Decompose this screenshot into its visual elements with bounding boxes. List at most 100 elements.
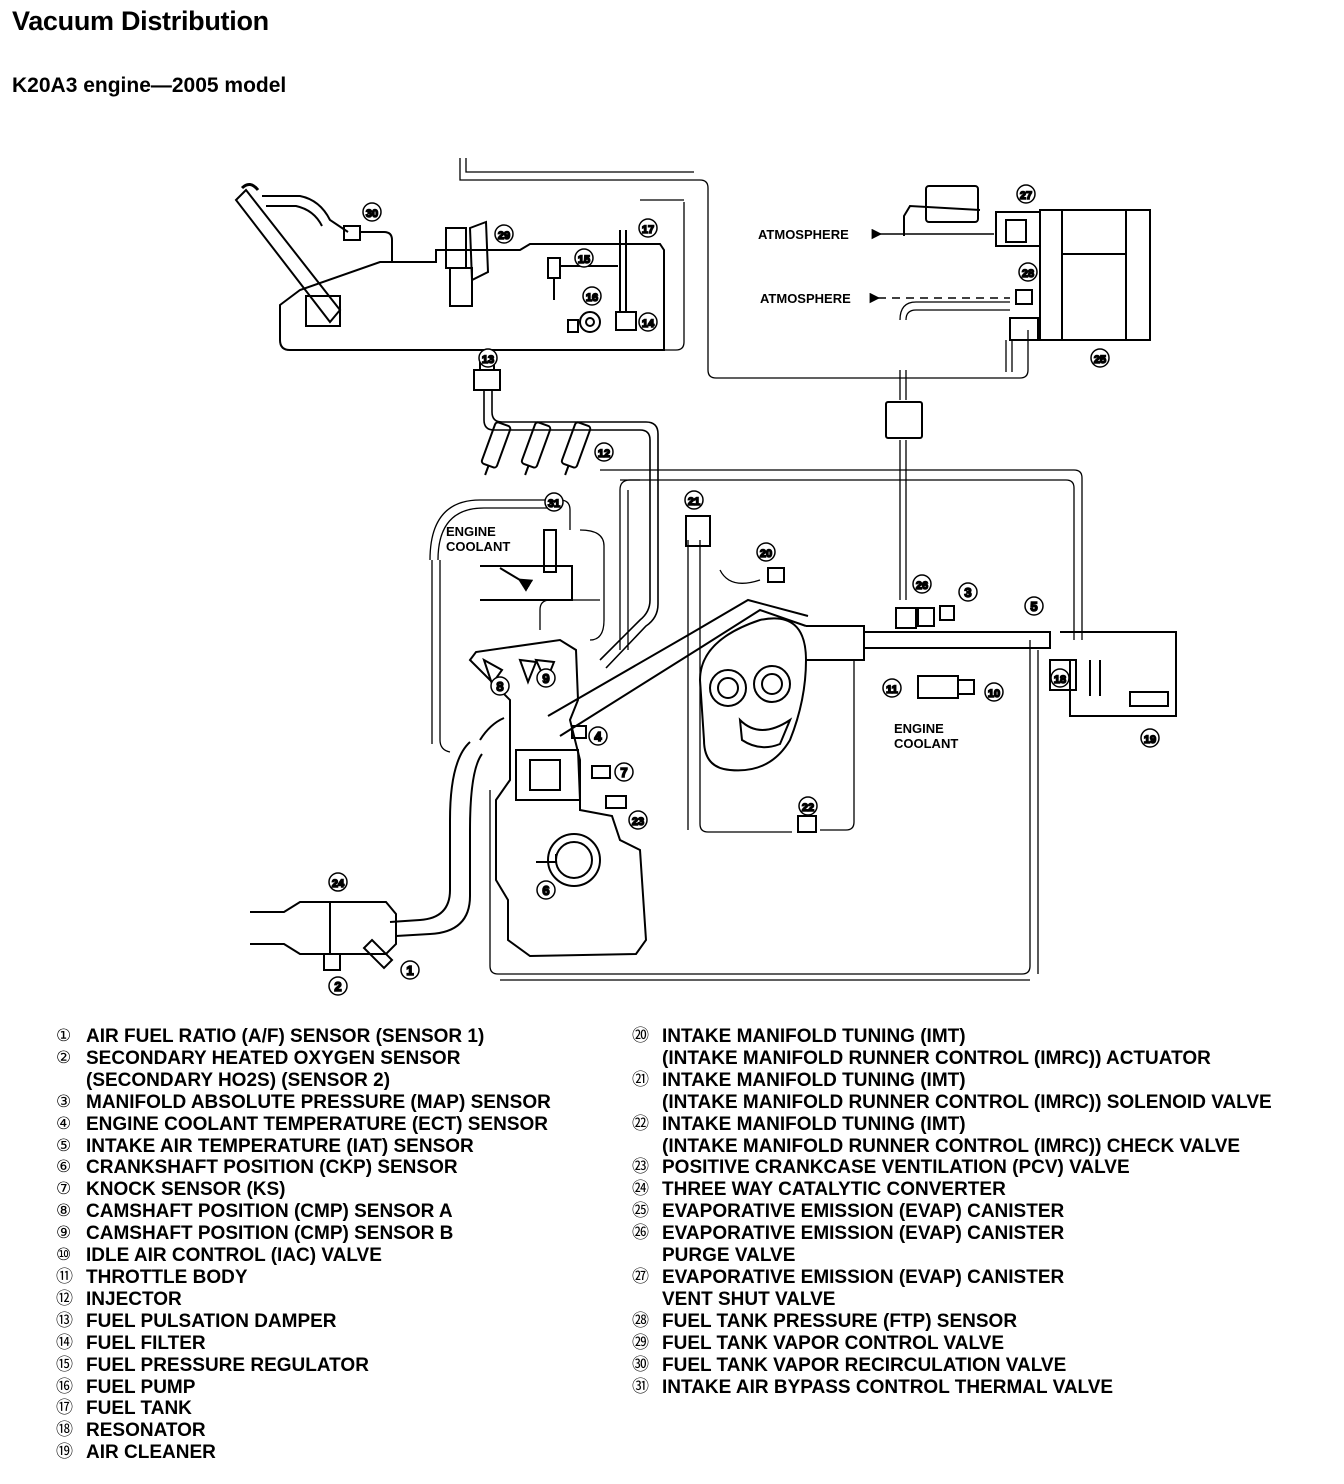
callout-18: 18 (1050, 668, 1070, 688)
callout-13: 13 (478, 348, 498, 368)
callout-24: 24 (328, 872, 348, 892)
callout-12: 12 (594, 442, 614, 462)
svg-text:10: 10 (988, 688, 1000, 700)
callout-30: 30 (362, 202, 382, 222)
vacuum-distribution-diagram: 1 2 3 4 5 6 7 8 9 10 11 12 13 14 15 16 1… (234, 158, 1177, 996)
callout-25: 25 (1090, 348, 1110, 368)
engine-coolant-label-upper-line2: COOLANT (446, 539, 510, 554)
svg-text:18: 18 (1054, 674, 1066, 686)
svg-text:4: 4 (594, 729, 602, 744)
svg-text:17: 17 (642, 224, 654, 236)
atmosphere-label-lower: ATMOSPHERE (760, 291, 851, 306)
callout-2: 2 (328, 976, 348, 996)
svg-text:20: 20 (760, 548, 772, 560)
callout-20: 20 (756, 542, 776, 562)
callouts: 1 2 3 4 5 6 7 8 9 10 11 12 13 14 15 16 1… (328, 184, 1160, 996)
callout-9: 9 (536, 668, 556, 688)
engine-coolant-label-lower-line1: ENGINE (894, 721, 944, 736)
callout-8: 8 (490, 676, 510, 696)
svg-text:25: 25 (1094, 354, 1106, 366)
injectors (473, 362, 592, 476)
svg-text:15: 15 (578, 254, 590, 266)
svg-text:11: 11 (886, 684, 898, 696)
svg-text:12: 12 (598, 448, 610, 460)
svg-text:9: 9 (542, 671, 549, 686)
svg-text:6: 6 (542, 883, 549, 898)
callout-31: 31 (544, 492, 564, 512)
svg-text:30: 30 (366, 208, 378, 220)
svg-text:27: 27 (1020, 190, 1032, 202)
callout-1: 1 (400, 960, 420, 980)
svg-text:3: 3 (964, 585, 971, 600)
svg-text:28: 28 (1022, 268, 1034, 280)
svg-text:26: 26 (916, 580, 928, 592)
callout-21: 21 (684, 490, 704, 510)
callout-6: 6 (536, 880, 556, 900)
atmosphere-label-upper: ATMOSPHERE (758, 227, 849, 242)
svg-text:19: 19 (1144, 734, 1156, 746)
fuel-tank (234, 183, 665, 351)
callout-3: 3 (958, 582, 978, 602)
vacuum-hoses (429, 158, 1083, 981)
callout-16: 16 (582, 286, 602, 306)
engine-coolant-label-upper-line1: ENGINE (446, 524, 496, 539)
page-subtitle: K20A3 engine—2005 model (12, 74, 287, 97)
svg-text:22: 22 (802, 802, 814, 814)
callout-26: 26 (912, 574, 932, 594)
svg-text:31: 31 (548, 498, 560, 510)
exhaust (250, 717, 505, 971)
atmosphere-arrows (869, 228, 1010, 304)
callout-28: 28 (1018, 262, 1038, 282)
callout-11: 11 (882, 678, 902, 698)
engine-coolant-label-lower-line2: COOLANT (894, 736, 958, 751)
coolant-pipe (480, 529, 573, 601)
callout-23: 23 (628, 810, 648, 830)
callout-10: 10 (984, 682, 1004, 702)
svg-text:13: 13 (482, 354, 494, 366)
evap-canister (885, 185, 1151, 439)
svg-text:7: 7 (620, 765, 627, 780)
svg-text:8: 8 (496, 679, 503, 694)
callout-4: 4 (588, 726, 608, 746)
callout-22: 22 (798, 796, 818, 816)
page-title: Vacuum Distribution (12, 6, 269, 36)
svg-text:2: 2 (334, 979, 341, 994)
svg-text:5: 5 (1030, 599, 1037, 614)
svg-text:21: 21 (688, 496, 700, 508)
callout-14: 14 (638, 312, 658, 332)
callout-5: 5 (1024, 596, 1044, 616)
svg-text:29: 29 (498, 230, 510, 242)
fuel-lines (483, 390, 659, 669)
svg-text:16: 16 (586, 292, 598, 304)
svg-text:14: 14 (642, 318, 655, 330)
callout-15: 15 (574, 248, 594, 268)
callout-7: 7 (614, 762, 634, 782)
